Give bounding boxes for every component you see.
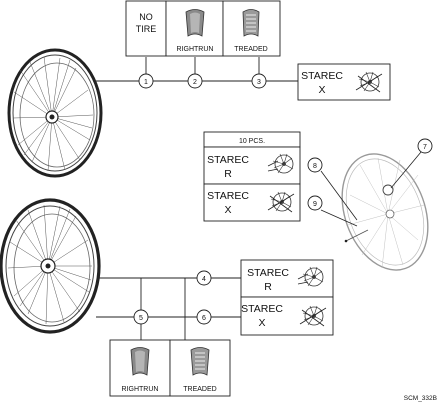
svg-text:2: 2 [193, 79, 197, 86]
right-leaders [320, 151, 422, 227]
starec-name: STAREC [207, 190, 249, 202]
starec-x-box-bottom: STAREC X [240, 296, 334, 336]
svg-text:8: 8 [313, 163, 317, 170]
pcs-label: 10 PCS. [239, 138, 265, 145]
option-rightrun-top: RIGHTRUN [165, 0, 224, 57]
svg-text:3: 3 [257, 79, 261, 86]
treaded-label-top: TREADED [234, 46, 267, 53]
svg-text:1: 1 [144, 79, 148, 86]
svg-text:9: 9 [313, 201, 317, 208]
callout-8: 8 [307, 157, 323, 173]
svg-text:6: 6 [202, 315, 206, 322]
starec-name: STAREC [247, 267, 289, 279]
callout-4: 4 [196, 270, 212, 286]
no-tire-label-line1: NO [139, 12, 153, 22]
treaded-tire-icon [190, 347, 210, 376]
starec-r-insert-icon [297, 266, 324, 287]
starec-r-insert-icon [267, 153, 294, 174]
starec-name: STAREC [207, 154, 249, 166]
starec-name: STAREC [301, 70, 343, 82]
option-no-tire: NO TIRE [125, 0, 167, 57]
bottom-wheel [0, 198, 101, 334]
option-treaded-top: TREADED [222, 0, 281, 57]
drawing-code: SCM_332B [404, 395, 437, 402]
starec-x-insert-icon [355, 71, 383, 93]
callout-6: 6 [196, 309, 212, 325]
option-rightrun-bottom: RIGHTRUN [109, 339, 171, 397]
option-treaded-bottom: TREADED [169, 339, 231, 397]
starec-x-insert-icon [267, 191, 295, 213]
callout-3: 3 [251, 73, 267, 89]
top-wheel [7, 48, 103, 178]
right-wheel [341, 153, 429, 271]
treaded-label-bottom: TREADED [183, 386, 216, 393]
rightrun-label-top: RIGHTRUN [177, 46, 214, 53]
no-tire-label-line2: TIRE [136, 24, 157, 34]
callout-2: 2 [187, 73, 203, 89]
svg-text:7: 7 [423, 144, 427, 151]
starec-variant: X [258, 317, 265, 329]
starec-r-box-right: STAREC R [203, 146, 301, 185]
starec-r-box-bottom: STAREC R [240, 259, 334, 298]
rightrun-label-bottom: RIGHTRUN [122, 386, 159, 393]
svg-text:5: 5 [139, 315, 143, 322]
starec-variant: X [224, 204, 231, 216]
starec-x-insert-icon [299, 305, 327, 327]
starec-variant: R [264, 281, 272, 293]
starec-x-box-right: STAREC X [203, 183, 301, 222]
callout-5: 5 [133, 309, 149, 325]
rightrun-tire-icon [130, 347, 150, 376]
starec-name: STAREC [241, 303, 283, 315]
svg-text:4: 4 [202, 276, 206, 283]
treaded-tire-icon [242, 9, 260, 37]
callout-9: 9 [307, 195, 323, 211]
callout-7: 7 [417, 138, 433, 154]
starec-variant: R [224, 168, 232, 180]
starec-variant: X [318, 84, 325, 96]
starec-x-box-top: STAREC X [297, 63, 391, 101]
bottom-connectors [96, 277, 241, 340]
callout-1: 1 [138, 73, 154, 89]
pcs-label-box: 10 PCS. [203, 131, 301, 148]
rightrun-tire-icon [185, 9, 205, 37]
